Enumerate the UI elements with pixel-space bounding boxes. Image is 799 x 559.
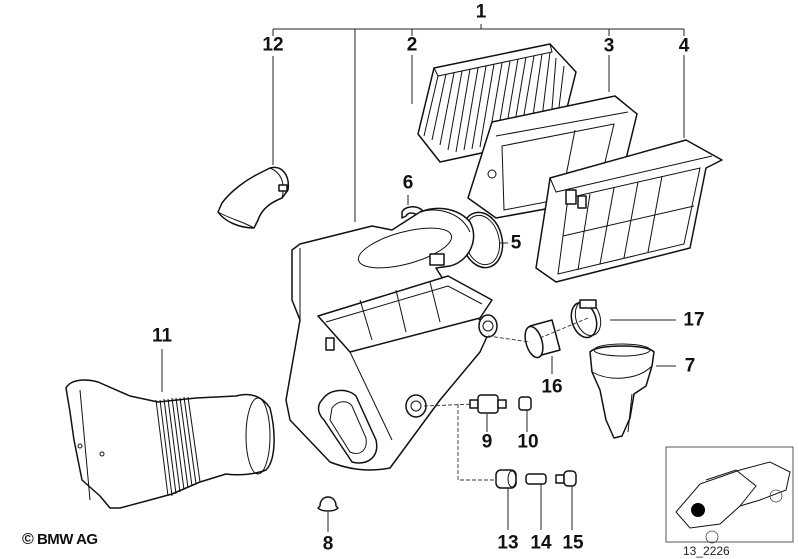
callout-14: 14 [530,532,552,554]
part-13-rubber-bushing[interactable] [495,469,517,530]
intake-silencer-housing[interactable] [285,207,498,471]
part-17-hose-clamp[interactable] [567,297,676,341]
part-8-rubber-cap[interactable] [317,496,339,532]
part-11-intake-duct[interactable] [65,349,275,509]
part-12-elbow-hose[interactable] [217,56,290,229]
callout-4: 4 [678,35,690,57]
part-4-filter-cover[interactable] [535,55,723,283]
callout-3: 3 [603,35,615,57]
part-16-rubber-ring[interactable] [522,319,561,374]
callout-2: 2 [406,34,418,56]
callout-15: 15 [562,532,584,554]
diagram-code: 13_2226 [683,544,730,558]
copyright-notice: © BMW AG [22,531,98,549]
callout-8: 8 [322,533,334,555]
assembly-dashed-lines [423,317,589,481]
vehicle-location-inset [665,446,794,544]
part-15-bolt[interactable] [555,470,577,530]
callout-5: 5 [510,232,522,254]
callout-16: 16 [541,376,563,398]
part-7-intake-funnel[interactable] [589,343,676,439]
callout-12: 12 [262,34,284,56]
part-14-sleeve[interactable] [525,473,547,530]
callout-1: 1 [475,1,487,23]
callout-13: 13 [497,532,519,554]
copyright-text: BMW AG [36,531,98,548]
callout-7: 7 [684,355,696,377]
callout-10: 10 [517,431,539,453]
part-9-rubber-mount[interactable] [469,394,507,432]
copyright-symbol: © [22,531,34,548]
assembly-bracket-leader [272,24,685,222]
callout-6: 6 [402,172,414,194]
location-marker [691,503,705,517]
callout-9: 9 [481,431,493,453]
callout-17: 17 [683,309,705,331]
callout-11: 11 [151,325,173,347]
part-10-nut[interactable] [518,396,532,432]
